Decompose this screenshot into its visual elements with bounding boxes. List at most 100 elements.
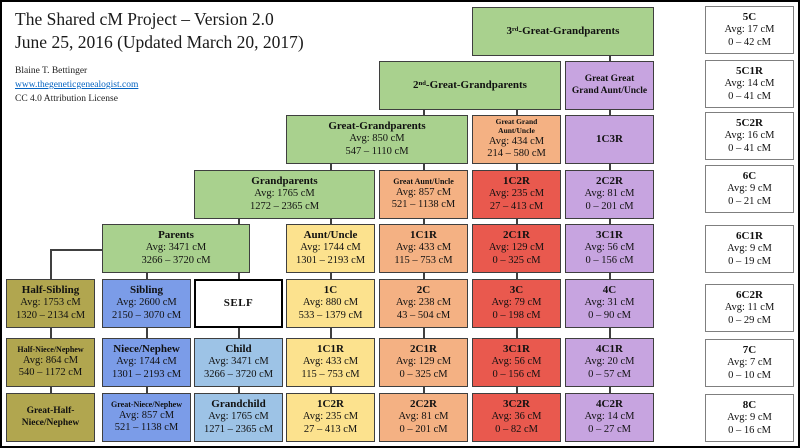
box-avg: Avg: 7 cM (727, 357, 772, 368)
box-range: 43 – 504 cM (396, 309, 451, 321)
box-title: Grandchild (211, 398, 266, 411)
box-avg: Avg: 81 cM (398, 411, 449, 423)
box-title: 6C2R (736, 288, 763, 301)
connector-line (237, 387, 240, 393)
connector-line (515, 328, 518, 338)
box-range: 540 – 1172 cM (18, 367, 83, 379)
box-range: 0 – 82 cM (495, 423, 538, 435)
connector-line (49, 328, 52, 338)
box-range: 0 – 201 cM (399, 423, 448, 435)
box-title: Great Great Grand Aunt/Uncle (571, 74, 648, 96)
box-avg: Avg: 857 cM (395, 186, 452, 198)
box-avg: Avg: 11 cM (724, 302, 775, 313)
box-avg: Avg: 56 cM (584, 242, 635, 254)
box-avg: Avg: 9 cM (727, 412, 772, 423)
box-avg: Avg: 17 cM (724, 24, 775, 35)
box-title: Aunt/Uncle (303, 229, 358, 242)
box-avg: Avg: 3471 cM (208, 356, 269, 368)
box-range: 27 – 413 cM (303, 423, 358, 435)
box-avg: Avg: 857 cM (118, 409, 175, 421)
box-avg: Avg: 14 cM (724, 78, 775, 89)
connector-line (422, 219, 425, 224)
box-title: Grandparents (251, 175, 318, 188)
connector-line (608, 387, 611, 393)
box-title: 3C1R (503, 343, 530, 356)
website-link[interactable]: www.thegeneticgenealogist.com (15, 79, 139, 90)
box-range: 1272 – 2365 cM (249, 200, 320, 212)
box-range: 0 – 41 cM (728, 90, 771, 102)
connector-line (329, 328, 332, 338)
box-avg: Avg: 3471 cM (145, 242, 207, 254)
box-title: 1C3R (596, 133, 623, 146)
connector-line (49, 249, 52, 279)
connector-line (608, 110, 611, 115)
box-avg: Avg: 16 cM (724, 130, 775, 141)
connector-line (515, 273, 518, 279)
box-title: Parents (158, 229, 194, 242)
box-title: 7C (742, 343, 757, 356)
box-title: Great-Niece/Nephew (111, 400, 182, 410)
box-range: 0 – 21 cM (728, 195, 771, 207)
box-range: 0 – 42 cM (728, 36, 771, 48)
box-title: 1C2R (317, 398, 344, 411)
box-3rd-great-grandparents: 3ʳᵈ-Great-Grandparents (472, 7, 654, 56)
connector-line (422, 387, 425, 393)
box-avg: Avg: 79 cM (491, 297, 542, 309)
license-text: CC 4.0 Attribution License (15, 93, 118, 104)
connector-line (329, 219, 332, 224)
connector-line (422, 273, 425, 279)
box-avg: Avg: 14 cM (584, 411, 635, 423)
box-avg: Avg: 129 cM (395, 356, 452, 368)
connector-line (608, 273, 611, 279)
box-range: 533 – 1379 cM (298, 309, 363, 321)
box-avg: Avg: 31 cM (584, 297, 635, 309)
box-title: Child (225, 343, 252, 356)
box-avg: Avg: 36 cM (491, 411, 542, 423)
connector-line (515, 387, 518, 393)
box-title: 4C1R (596, 343, 623, 356)
box-range: 1301 – 2193 cM (295, 254, 366, 266)
box-title: Half-Sibling (21, 284, 80, 297)
connector-line (145, 387, 148, 393)
box-avg: Avg: 880 cM (302, 297, 359, 309)
box-title: 4C2R (596, 398, 623, 411)
box-range: 115 – 753 cM (301, 368, 360, 380)
box-title: Great-Half- Niece/Nephew (21, 406, 80, 428)
box-range: 0 – 10 cM (728, 369, 771, 381)
chart-title-line1: The Shared cM Project – Version 2.0 (15, 9, 274, 29)
box-avg: Avg: 235 cM (302, 411, 359, 423)
box-title: 1C1R (317, 343, 344, 356)
box-avg: Avg: 850 cM (349, 133, 405, 145)
connector-line (145, 273, 148, 279)
box-avg: Avg: 1765 cM (254, 188, 315, 200)
box-range: 214 – 580 cM (487, 148, 546, 160)
box-range: 0 – 19 cM (728, 255, 771, 267)
box-avg: Avg: 235 cM (488, 188, 545, 200)
box-avg: Avg: 238 cM (395, 297, 452, 309)
box-title: 2C1R (410, 343, 437, 356)
connector-line (237, 219, 240, 224)
connector-line (237, 328, 240, 338)
box-2nd-great-grandparents: 2ⁿᵈ-Great-Grandparents (379, 61, 561, 110)
connector-line (608, 56, 611, 61)
box-title: 3ʳᵈ-Great-Grandparents (506, 25, 620, 38)
box-range: 1301 – 2193 cM (111, 368, 182, 380)
